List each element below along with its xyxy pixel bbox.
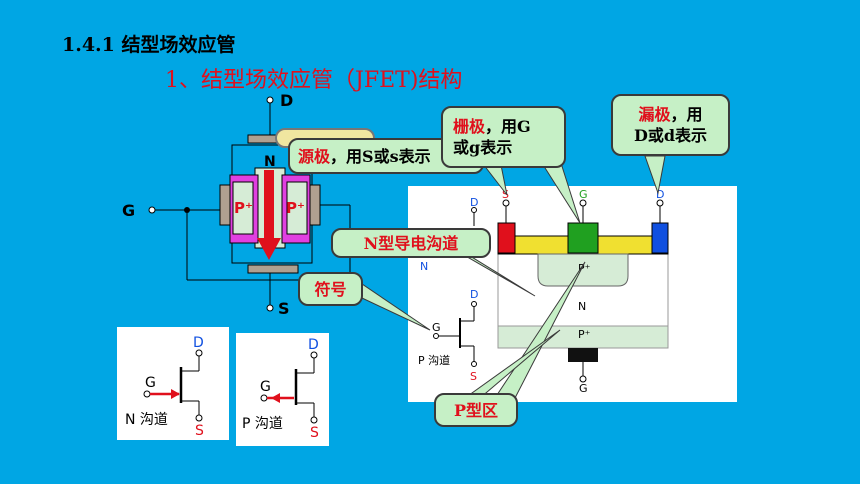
svg-text:G: G — [122, 201, 135, 220]
svg-text:S: S — [310, 425, 319, 441]
gate-metal — [567, 222, 599, 254]
svg-text:S: S — [470, 370, 477, 383]
current-arrow-head — [257, 238, 281, 260]
current-arrow-shaft — [264, 170, 274, 240]
svg-text:P 沟道: P 沟道 — [418, 353, 450, 367]
svg-text:N 沟道: N 沟道 — [125, 412, 168, 428]
svg-text:G: G — [579, 188, 588, 201]
svg-text:N: N — [420, 260, 428, 273]
p-top-well — [537, 253, 629, 287]
arrow-left-icon — [271, 393, 280, 403]
svg-text:D: D — [308, 337, 319, 353]
svg-text:P⁺: P⁺ — [578, 262, 591, 275]
drain-callout: 漏极，用 D或d表示 — [611, 94, 730, 156]
bottom-gate-metal — [568, 348, 598, 362]
source-terminal-dot — [266, 304, 274, 312]
svg-text:G: G — [432, 321, 441, 334]
svg-text:D: D — [193, 335, 204, 351]
svg-text:N: N — [264, 154, 276, 170]
gate-callout: 栅极，用G 或g表示 — [441, 106, 566, 168]
svg-text:P⁺: P⁺ — [234, 199, 253, 217]
arrow-right-icon — [171, 389, 180, 399]
structure-subtitle: 1、结型场效应管（JFET)结构 — [165, 68, 463, 93]
p-channel-symbol: D G S P 沟道 — [242, 337, 319, 441]
symbol-callout: 符号 — [298, 272, 363, 306]
svg-text:D: D — [280, 91, 293, 110]
svg-text:G: G — [579, 382, 588, 395]
cross-section-diagram: S G D G P⁺ N P⁺ D N D G S P 沟道 — [418, 188, 669, 395]
svg-text:S: S — [502, 188, 509, 201]
svg-text:G: G — [260, 379, 271, 395]
n-channel-symbol: D G S N 沟道 — [125, 335, 204, 439]
svg-text:D: D — [656, 188, 664, 201]
svg-text:P⁺: P⁺ — [286, 199, 305, 217]
svg-text:S: S — [195, 423, 204, 439]
svg-text:D: D — [470, 196, 478, 209]
p-channel-symbol-box: D G S P 沟道 — [236, 333, 329, 446]
svg-text:D: D — [470, 288, 478, 301]
n-channel-symbol-box: D G S N 沟道 — [117, 327, 229, 440]
jfet-structure-diagram: D G S N P⁺ P⁺ — [122, 91, 351, 318]
p-region-callout: P型区 — [434, 393, 518, 427]
gate-contact-left — [219, 184, 231, 226]
svg-text:P⁺: P⁺ — [578, 328, 591, 341]
svg-text:N: N — [578, 300, 586, 313]
svg-text:P 沟道: P 沟道 — [242, 416, 283, 432]
svg-text:G: G — [145, 375, 156, 391]
section-title: 1.4.1 结型场效应管 — [62, 34, 236, 56]
source-contact — [247, 264, 299, 274]
svg-text:S: S — [278, 299, 290, 318]
channel-callout: N型导电沟道 — [331, 228, 491, 258]
